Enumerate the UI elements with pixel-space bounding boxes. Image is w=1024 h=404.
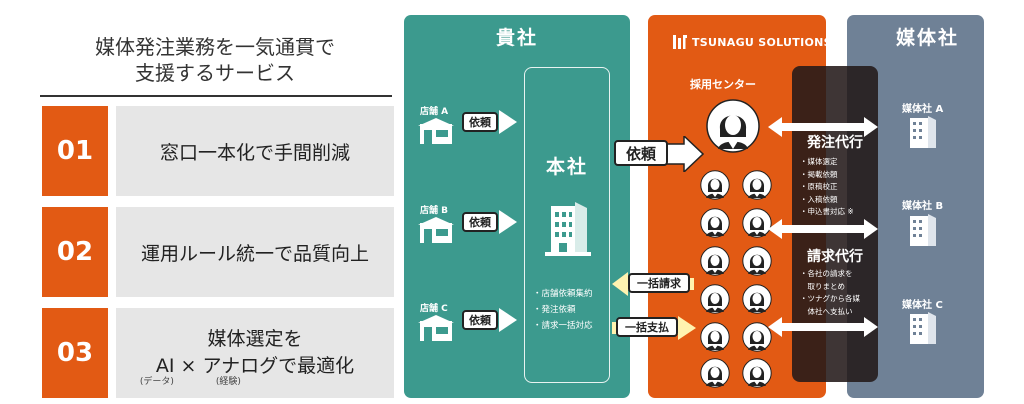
store-c-label: 店舗 C: [420, 304, 448, 314]
feature-02: 02 運用ルール統一で品質向上: [42, 207, 394, 297]
media-b-link-arrow: [768, 219, 878, 239]
brand-name: TSUNAGU SOLUTIONS: [692, 35, 832, 49]
order-agency-item: ・掲載依頼: [800, 169, 838, 179]
media-c-building-icon: [910, 312, 936, 344]
feature-text-ai: AI ×: [155, 355, 203, 377]
media-b-building-icon: [910, 214, 936, 246]
staff-avatar: [700, 358, 730, 388]
feature-number: 01: [42, 106, 108, 196]
feature-text: 窓口一本化で手間削減: [116, 106, 394, 196]
staff-avatar: [742, 246, 772, 276]
media-b-label: 媒体社 B: [902, 201, 944, 212]
store-a-icon: [418, 118, 454, 144]
staff-avatar: [700, 170, 730, 200]
billing-agency-item: 取りまとめ: [800, 281, 845, 291]
feature-text-line2: AI × アナログで最適化 (データ) (経験): [140, 353, 355, 387]
headline-line2: 支援するサービス: [135, 61, 295, 85]
order-agency-item: ・入稿依頼: [800, 194, 838, 204]
hq-box: 本社 ・店舗依頼集約 ・発注依頼 ・請求一括対応: [524, 67, 610, 383]
ruby-experience: (経験): [215, 377, 241, 387]
media-title: 媒体社: [895, 26, 959, 49]
recruit-center-label: 採用センター: [690, 78, 756, 91]
billing-agency-item: 体社へ支払い: [800, 306, 853, 316]
hq-task-list: ・店舗依頼集約 ・発注依頼 ・請求一括対応: [533, 286, 593, 334]
store-b-icon: [418, 217, 454, 243]
feature-text-analog: アナログで最適化: [202, 355, 355, 377]
order-agency-item: ・媒体選定: [800, 157, 838, 166]
store-c-arrow: [499, 308, 517, 332]
store-a-label: 店舗 A: [420, 107, 449, 117]
hq-title: 本社: [545, 156, 588, 178]
staff-avatar: [700, 246, 730, 276]
order-agency-item: ・申込書対応 ※: [800, 207, 854, 216]
store-b-arrow: [499, 210, 517, 234]
bulk-payment-badge: 一括支払: [616, 317, 678, 337]
billing-agency-item: ・各社の請求を: [800, 269, 853, 278]
feature-text-line1: 媒体選定を: [207, 328, 303, 350]
media-c-link-arrow: [768, 317, 878, 337]
staff-avatar: [742, 358, 772, 388]
main-request-badge: 依頼: [614, 140, 668, 166]
bulk-invoice-badge: 一括請求: [628, 273, 690, 293]
billing-agency-list: ・各社の請求を 取りまとめ ・ツナグから各媒 体社へ支払い: [800, 268, 860, 318]
brand-logo: TSUNAGU SOLUTIONS: [672, 34, 832, 50]
billing-agency-title: 請求代行: [807, 249, 863, 265]
headline: 媒体発注業務を一気通貫で 支援するサービス: [40, 34, 390, 86]
staff-avatar: [700, 322, 730, 352]
feature-03: 03 媒体選定を AI × アナログで最適化 (データ) (経験): [42, 308, 394, 398]
hq-task-item: ・店舗依頼集約: [533, 289, 593, 299]
store-b-request-badge: 依頼: [462, 212, 498, 232]
store-b-label: 店舗 B: [420, 206, 448, 216]
staff-avatar: [700, 208, 730, 238]
store-c-icon: [418, 315, 454, 341]
media-a-building-icon: [910, 116, 936, 148]
media-c-label: 媒体社 C: [902, 300, 943, 311]
billing-agency-item: ・ツナグから各媒: [800, 294, 860, 303]
staff-avatar: [742, 170, 772, 200]
feature-01: 01 窓口一本化で手間削減: [42, 106, 394, 196]
lead-staff-avatar: [706, 99, 760, 153]
store-c-request-badge: 依頼: [462, 310, 498, 330]
feature-text: 媒体選定を AI × アナログで最適化 (データ) (経験): [116, 308, 394, 398]
order-agency-item: ・原稿校正: [800, 182, 838, 191]
client-title: 貴社: [495, 26, 538, 49]
hq-building-icon: [545, 202, 591, 256]
media-a-link-arrow: [768, 117, 878, 137]
headline-line1: 媒体発注業務を一気通貫で: [95, 35, 335, 59]
store-a-request-badge: 依頼: [462, 112, 498, 132]
feature-number: 03: [42, 308, 108, 398]
hq-task-item: ・請求一括対応: [533, 321, 593, 331]
store-a-arrow: [499, 110, 517, 134]
feature-text: 運用ルール統一で品質向上: [116, 207, 394, 297]
order-agency-list: ・媒体選定 ・掲載依頼 ・原稿校正 ・入稿依頼 ・申込書対応 ※: [800, 156, 854, 219]
headline-rule: [40, 95, 392, 97]
ruby-data: (データ): [139, 377, 174, 387]
media-a-label: 媒体社 A: [902, 104, 944, 115]
staff-avatar: [700, 284, 730, 314]
feature-number: 02: [42, 207, 108, 297]
staff-avatar: [742, 284, 772, 314]
hq-task-item: ・発注依頼: [533, 305, 576, 315]
order-agency-title: 発注代行: [807, 135, 863, 151]
brand-mark-icon: [673, 35, 687, 49]
